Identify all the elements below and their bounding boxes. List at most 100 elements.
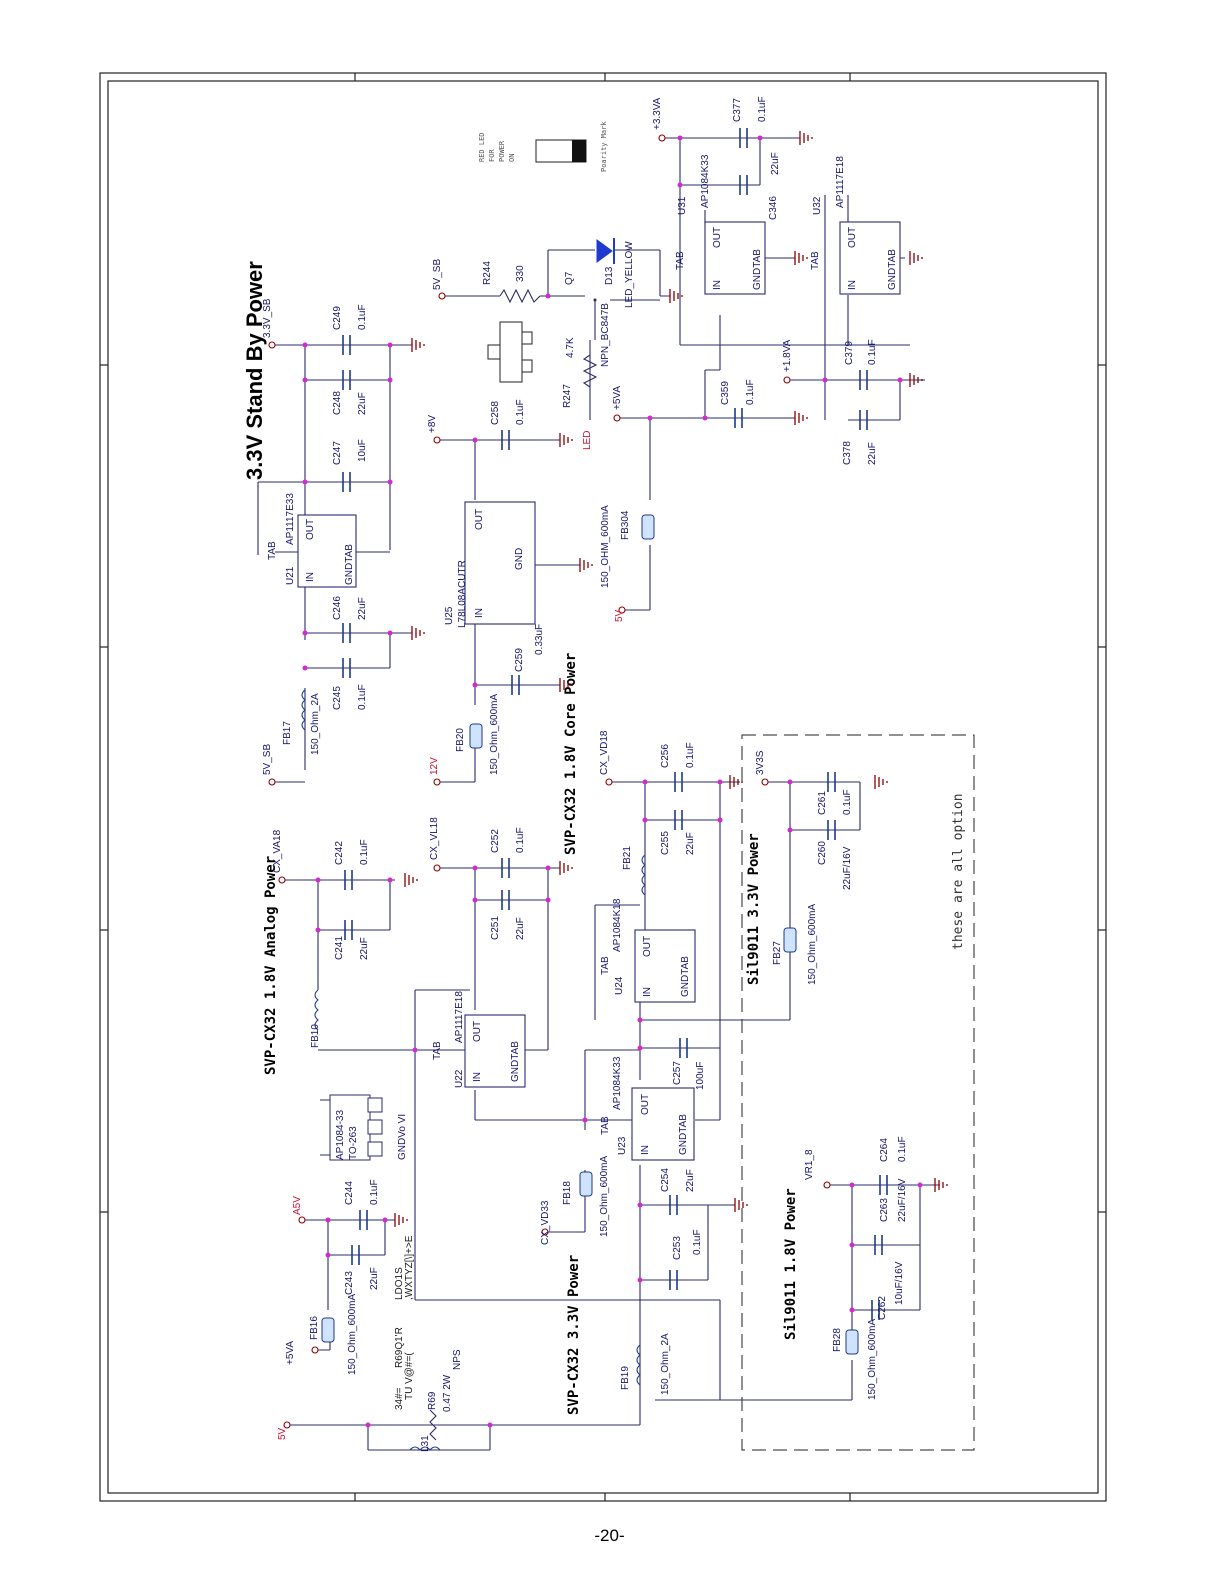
svg-text:OUT: OUT	[472, 1021, 483, 1042]
option-region	[741, 734, 975, 1451]
svg-text:CX_VL18: CX_VL18	[429, 817, 440, 860]
svg-text:0.1uF: 0.1uF	[842, 789, 853, 815]
svg-text:FB27: FB27	[772, 941, 783, 965]
svg-text:0.1uF: 0.1uF	[515, 827, 526, 853]
svg-text:C249: C249	[332, 306, 343, 330]
svg-text:GNDTAB: GNDTAB	[752, 249, 763, 290]
svg-text:150_Ohm_2A: 150_Ohm_2A	[310, 693, 321, 755]
svg-text:C243: C243	[344, 1271, 355, 1295]
svg-text:C258: C258	[490, 401, 501, 425]
svg-text:D13: D13	[604, 266, 615, 285]
svg-text:+5VA: +5VA	[612, 386, 623, 410]
svg-text:10uF/16V: 10uF/16V	[894, 1261, 905, 1305]
svg-text:U32: U32	[812, 196, 823, 215]
svg-text:GNDTAB: GNDTAB	[678, 1114, 689, 1155]
svg-text:AP1117E18: AP1117E18	[835, 156, 846, 208]
section-analog-power: SVP-CX32 1.8V Analog Power	[263, 856, 279, 1075]
svg-text:U22: U22	[454, 1069, 465, 1088]
svg-text:TAB: TAB	[675, 251, 686, 270]
svg-text:C264: C264	[879, 1138, 890, 1162]
svg-text:IN: IN	[472, 1072, 483, 1082]
svg-text:GNDTAB: GNDTAB	[887, 249, 898, 290]
svg-text:150_Ohm_600mA: 150_Ohm_600mA	[807, 904, 818, 985]
svg-text:GNDTAB: GNDTAB	[680, 956, 691, 997]
svg-text:22uF: 22uF	[357, 597, 368, 620]
svg-text:TO-263: TO-263	[348, 1126, 359, 1160]
svg-text:C263: C263	[879, 1198, 890, 1222]
polarity-mark: Poarity Mark RED LED FOR POWER ON	[478, 121, 608, 172]
svg-text:FB304: FB304	[620, 510, 631, 540]
svg-text:IN: IN	[712, 280, 723, 290]
svg-text:0.1uF: 0.1uF	[897, 1136, 908, 1162]
svg-text:AP1084K33: AP1084K33	[612, 1056, 623, 1110]
svg-text:C248: C248	[332, 391, 343, 415]
svg-text:OUT: OUT	[640, 1094, 651, 1115]
svg-text:3V3S: 3V3S	[755, 750, 766, 775]
svg-text:C246: C246	[332, 596, 343, 620]
svg-text:CX_VA18: CX_VA18	[272, 829, 283, 873]
svg-text:GNDTAB: GNDTAB	[344, 544, 355, 585]
svg-text:0.1uF: 0.1uF	[757, 96, 768, 122]
svg-text:VR1_8: VR1_8	[804, 1149, 815, 1180]
svg-text:22uF: 22uF	[685, 832, 696, 855]
svg-text:0.1uF: 0.1uF	[867, 339, 878, 365]
svg-text:FB16: FB16	[309, 1316, 320, 1340]
svg-text:FB18: FB18	[562, 1181, 573, 1205]
svg-text:U24: U24	[614, 976, 625, 995]
svg-text:GNDTAB: GNDTAB	[510, 1041, 521, 1082]
svg-text:FOR: FOR	[488, 149, 496, 162]
svg-text:U21: U21	[285, 566, 296, 585]
svg-text:AP1084K33: AP1084K33	[700, 154, 711, 208]
svg-text:C377: C377	[732, 98, 743, 122]
svg-text:C256: C256	[660, 744, 671, 768]
svg-text:LDO1S: LDO1S	[394, 1267, 405, 1300]
svg-text:TAB: TAB	[600, 956, 611, 975]
svg-text:150_Ohm_600mA: 150_Ohm_600mA	[599, 1156, 610, 1237]
svg-text:0.1uF: 0.1uF	[359, 839, 370, 865]
svg-text:4.7K: 4.7K	[565, 337, 576, 358]
svg-text:ON: ON	[508, 154, 516, 162]
net-labels: 3.3V_SB 5V_SB +8V +5VA +3.3VA +1.8VA 12V…	[262, 97, 815, 1440]
svg-text:C253: C253	[672, 1236, 683, 1260]
svg-text:Poarity Mark: Poarity Mark	[600, 121, 608, 172]
svg-text:22uF: 22uF	[867, 442, 878, 465]
svg-text:22uF: 22uF	[685, 1169, 696, 1192]
svg-text:GNDVo VI: GNDVo VI	[397, 1114, 408, 1160]
ic-u22: OUT IN GNDTAB U22 AP1117E18 TAB	[432, 991, 526, 1088]
svg-text:22uF: 22uF	[515, 917, 526, 940]
ic-u23: OUT IN GNDTAB U23 AP1084K33 TAB	[600, 1056, 695, 1161]
svg-text:34#=: 34#=	[394, 1387, 405, 1410]
svg-text:0.1uF: 0.1uF	[357, 304, 368, 330]
section-33-power: SVP-CX32 3.3V Power	[566, 1255, 582, 1415]
svg-text:22uF/16V: 22uF/16V	[897, 1178, 908, 1222]
svg-text:U23: U23	[617, 1136, 628, 1155]
ic-u21: OUT IN GNDTAB U21 AP1117E33 TAB	[267, 493, 357, 588]
svg-text:R247: R247	[562, 384, 573, 408]
svg-text:RED LED: RED LED	[478, 132, 486, 162]
svg-text:150_Ohm_2A: 150_Ohm_2A	[660, 1333, 671, 1395]
svg-text:C251: C251	[490, 916, 501, 940]
svg-text:C379: C379	[844, 341, 855, 365]
svg-text:FB28: FB28	[832, 1328, 843, 1352]
svg-text:150_Ohm_600mA: 150_Ohm_600mA	[867, 1319, 878, 1400]
svg-text:OUT: OUT	[305, 519, 316, 540]
option-note: these are all option	[951, 793, 966, 950]
svg-text:OUT: OUT	[642, 936, 653, 957]
svg-text:12V: 12V	[429, 757, 440, 775]
svg-text:FB20: FB20	[455, 728, 466, 752]
svg-text:U25: U25	[444, 606, 455, 625]
ic-u24: OUT IN GNDTAB U24 AP1084K18 TAB	[600, 898, 696, 1003]
svg-text:C262: C262	[877, 1296, 888, 1320]
inductors-and-beads	[301, 238, 859, 1451]
svg-text:5V_SB: 5V_SB	[432, 259, 443, 290]
power-ports	[268, 134, 831, 1429]
svg-text:C241: C241	[334, 936, 345, 960]
package-outline: AP1084-33 TO-263 GNDVo VI	[320, 1094, 408, 1161]
svg-text:NPN_BC847B: NPN_BC847B	[600, 303, 611, 367]
svg-text:150_Ohm_600mA: 150_Ohm_600mA	[347, 1294, 358, 1375]
section-sil-33-power: Sil9011 3.3V Power	[746, 833, 762, 985]
svg-text:IN: IN	[642, 987, 653, 997]
svg-text:FB10: FB10	[310, 1024, 321, 1048]
section-core-power: SVP-CX32 1.8V Core Power	[563, 653, 579, 855]
